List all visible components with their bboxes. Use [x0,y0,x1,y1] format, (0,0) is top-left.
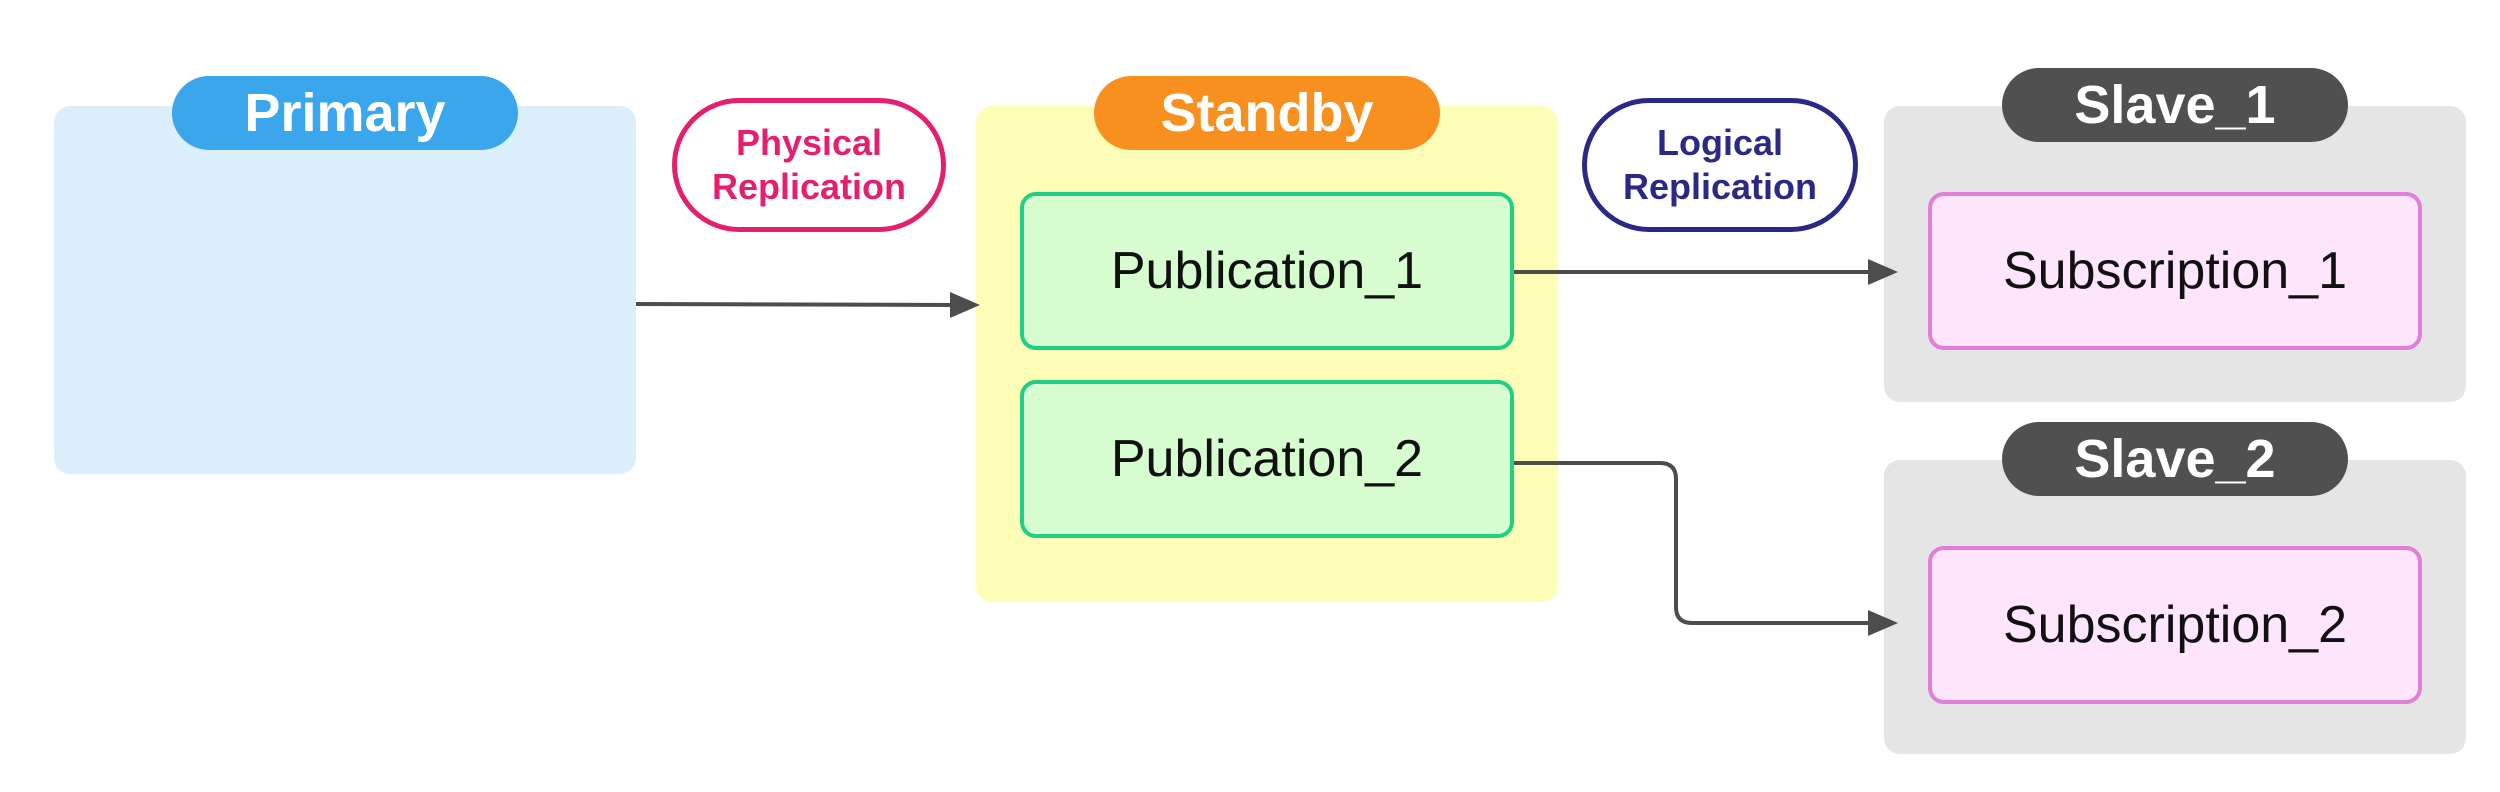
physical-replication-line2: Replication [711,166,907,207]
edge-publication-2-to-subscription-2 [1514,461,1898,636]
physical-replication-line1: Physical [735,122,883,163]
edge-publication-1-to-subscription-1 [1514,259,1898,285]
slave-2-title: Slave_2 [2002,422,2348,496]
publication-1: Publication_1 [1020,192,1514,350]
subscription-1: Subscription_1 [1928,192,2422,350]
primary-title: Primary [172,76,518,150]
edge-primary-to-standby [635,292,980,318]
slave-1-title: Slave_1 [2002,68,2348,142]
logical-replication-line2: Replication [1622,166,1818,207]
arrowhead-icon [1868,610,1898,636]
primary-region [54,106,636,474]
publication-2: Publication_2 [1020,380,1514,538]
physical-replication-label: Physical Replication [672,98,946,232]
subscription-2: Subscription_2 [1928,546,2422,704]
logical-replication-line1: Logical [1656,122,1784,163]
arrowhead-icon [1868,259,1898,285]
arrowhead-icon [950,292,980,318]
logical-replication-label: Logical Replication [1582,98,1858,232]
standby-title: Standby [1094,76,1440,150]
